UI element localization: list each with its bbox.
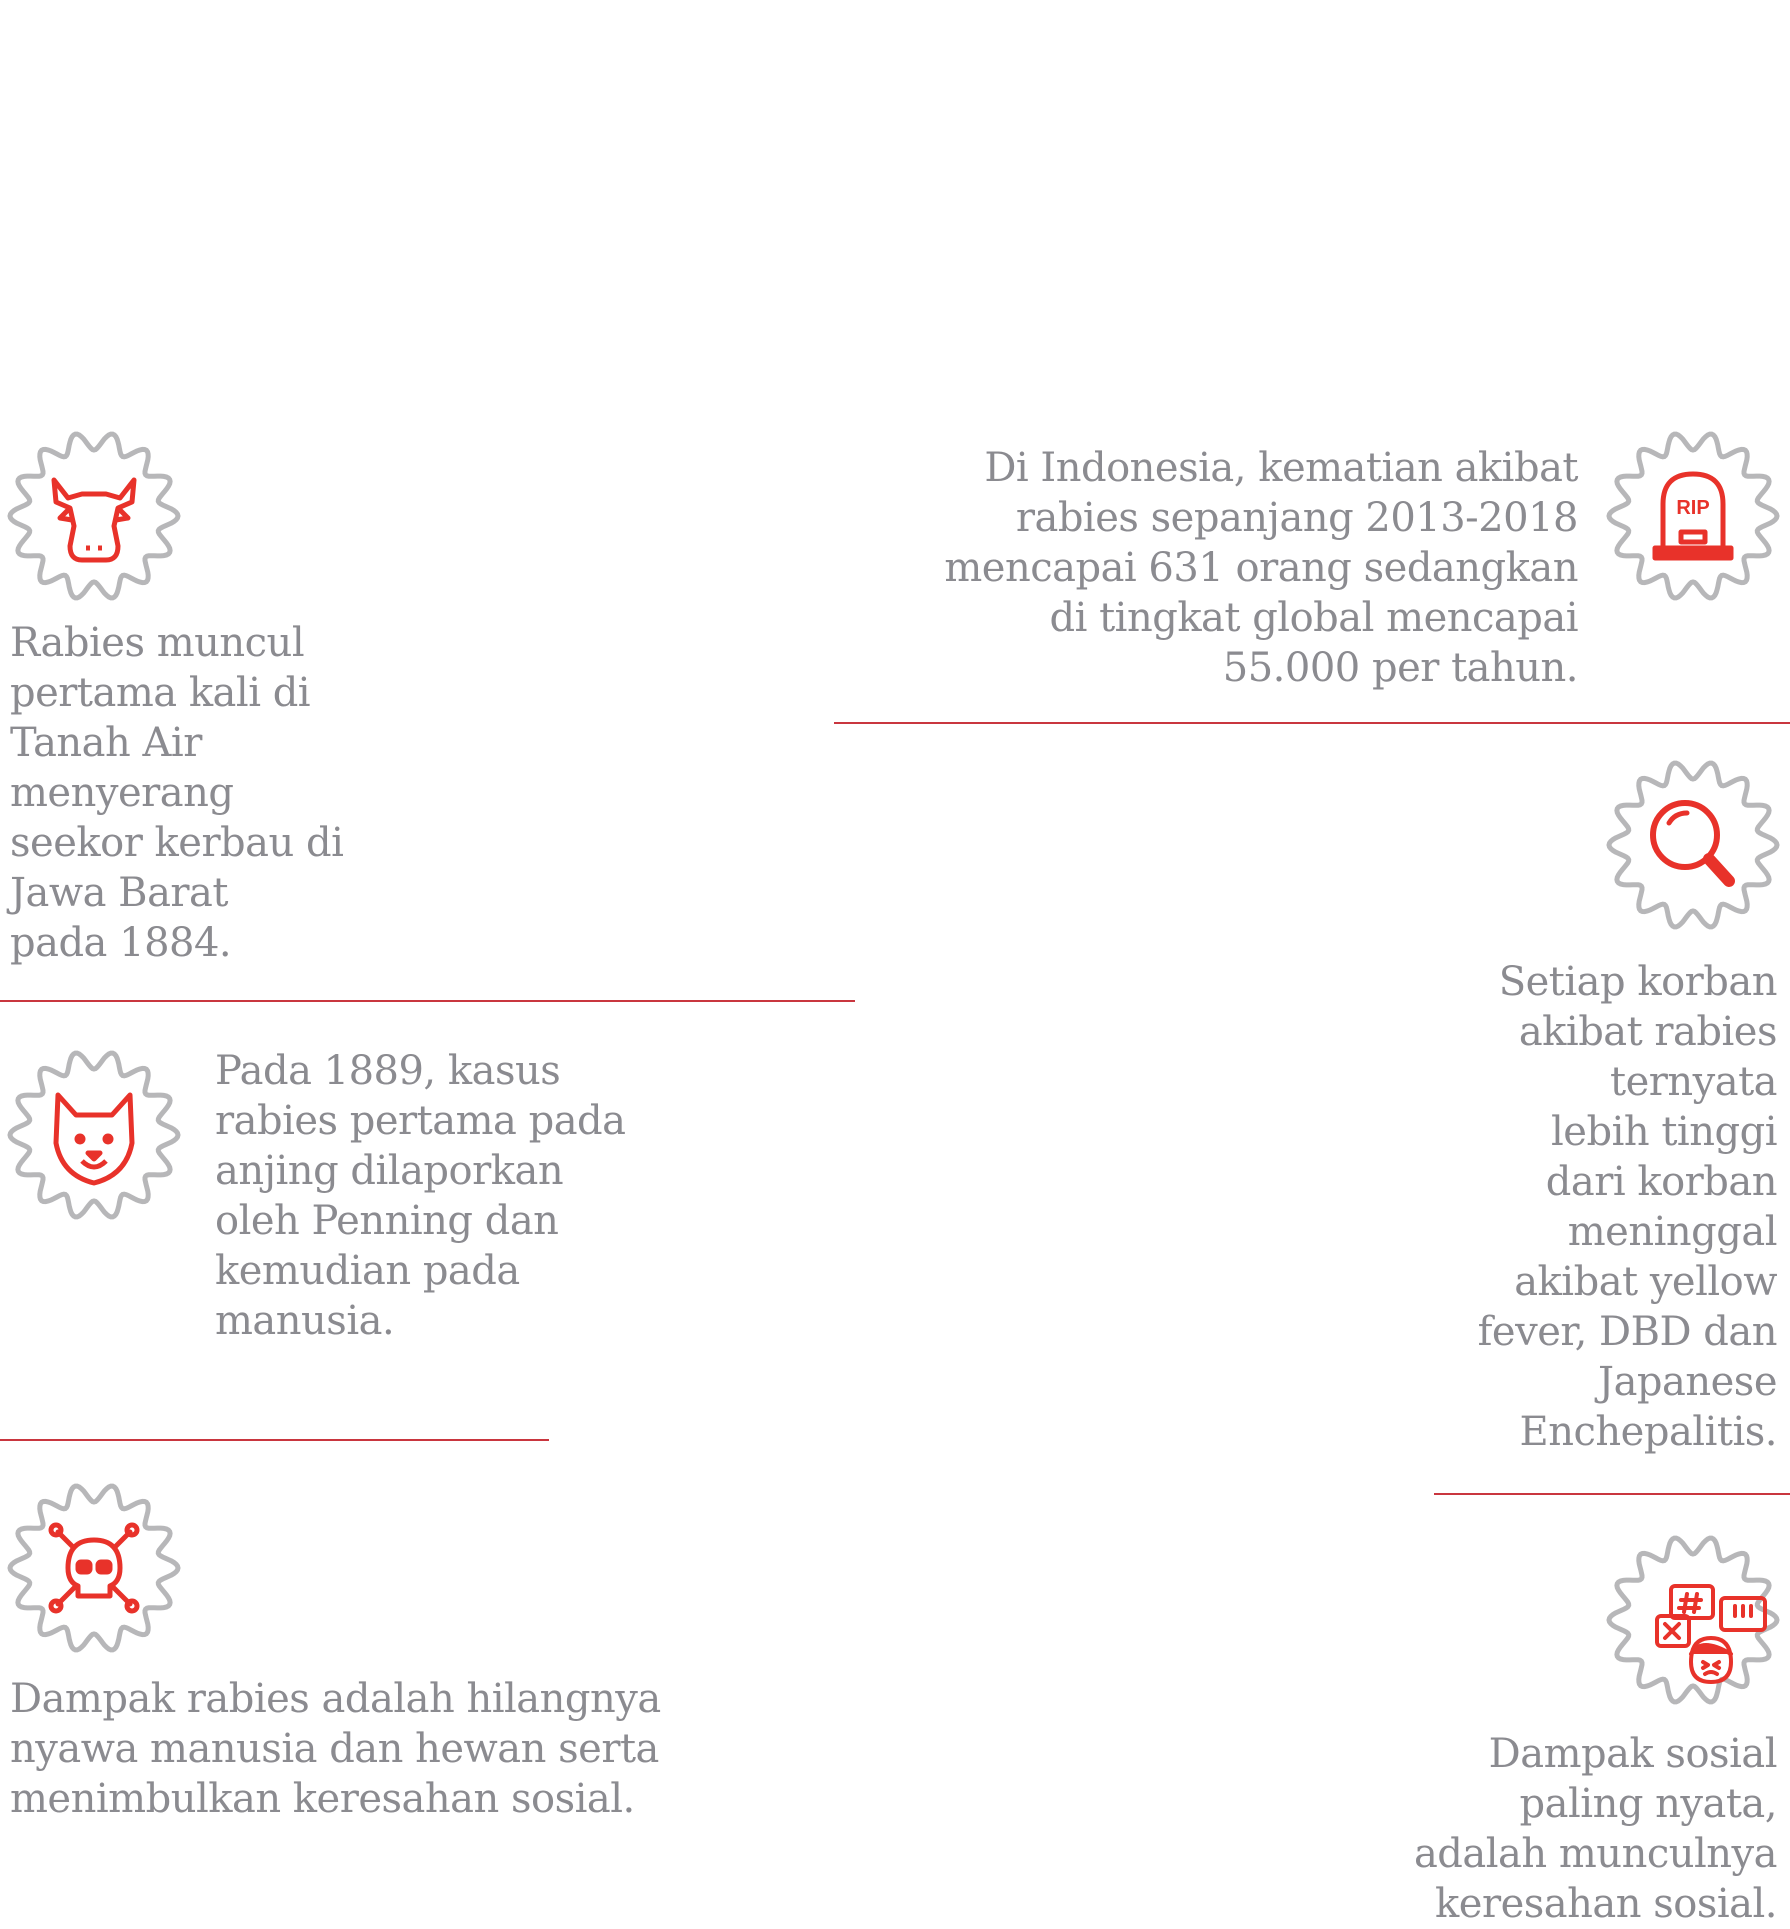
badge-magnifier: [1605, 757, 1781, 933]
text-deaths: Di Indonesia, kematian akibat rabies sep…: [944, 443, 1578, 693]
badge-outline: [7, 431, 181, 601]
svg-text:RIP: RIP: [1676, 497, 1709, 519]
angry-person-icon: [1655, 1584, 1767, 1684]
text-first-case: Rabies muncul pertama kali di Tanah Air …: [10, 618, 344, 968]
text-line: Dampak rabies adalah hilangnya: [10, 1676, 661, 1722]
text-line: Japanese: [1598, 1359, 1777, 1405]
text-line: ternyata: [1610, 1059, 1778, 1105]
text-line: lebih tinggi: [1551, 1109, 1777, 1155]
text-line: kemudian pada: [215, 1248, 520, 1294]
divider: [0, 1439, 549, 1441]
text-dog-case: Pada 1889, kasus rabies pertama pada anj…: [215, 1046, 626, 1346]
badge-outline: [7, 1483, 181, 1653]
text-impact: Dampak rabies adalah hilangnya nyawa man…: [10, 1674, 661, 1824]
text-line: mencapai 631 orang sedangkan: [944, 545, 1578, 591]
text-line: di tingkat global mencapai: [1049, 595, 1578, 641]
text-line: nyawa manusia dan hewan serta: [10, 1726, 659, 1772]
text-line: dari korban: [1545, 1159, 1778, 1205]
divider: [0, 1000, 855, 1002]
text-line: manusia.: [215, 1298, 395, 1344]
text-line: oleh Penning dan: [215, 1198, 559, 1244]
text-line: Pada 1889, kasus: [215, 1048, 561, 1094]
text-line: seekor kerbau di: [10, 820, 344, 866]
text-line: Enchepalitis.: [1519, 1409, 1778, 1455]
text-line: Di Indonesia, kematian akibat: [984, 445, 1578, 491]
text-line: keresahan sosial.: [1435, 1881, 1777, 1927]
text-line: akibat rabies: [1518, 1009, 1778, 1055]
text-line: menimbulkan keresahan sosial.: [10, 1776, 635, 1822]
rip-tombstone-icon: RIP: [1652, 471, 1734, 561]
badge-angry-person: [1605, 1532, 1781, 1708]
text-line: Dampak sosial: [1488, 1731, 1778, 1777]
badge-skull: [6, 1480, 182, 1656]
magnifier-icon: [1650, 800, 1735, 887]
text-line: 55.000 per tahun.: [1222, 645, 1579, 691]
text-line: Tanah Air: [10, 720, 202, 766]
text-line: Jawa Barat: [10, 870, 228, 916]
text-line: Rabies muncul: [10, 620, 305, 666]
text-line: rabies pertama pada: [215, 1098, 626, 1144]
text-line: Setiap korban: [1498, 959, 1778, 1005]
badge-outline: [1606, 1535, 1780, 1705]
text-line: paling nyata,: [1519, 1781, 1778, 1827]
badge-buffalo: [6, 428, 182, 604]
text-line: pada 1884.: [10, 920, 232, 966]
text-social-impact: Dampak sosial paling nyata, adalah muncu…: [1413, 1729, 1778, 1929]
divider: [1434, 1493, 1790, 1495]
badge-outline: [1606, 431, 1780, 601]
text-line: menyerang: [10, 770, 234, 816]
dog-icon: [53, 1092, 135, 1186]
text-line: akibat yellow: [1514, 1259, 1777, 1305]
skull-crossbones-icon: [48, 1522, 140, 1614]
badge-outline: [7, 1050, 181, 1220]
buffalo-icon: [51, 477, 137, 563]
badge-rip: RIP: [1605, 428, 1781, 604]
text-line: fever, DBD dan: [1477, 1309, 1778, 1355]
text-line: meninggal: [1567, 1209, 1778, 1255]
badge-outline: [1606, 760, 1780, 930]
divider: [834, 722, 1790, 724]
text-line: adalah munculnya: [1413, 1831, 1778, 1877]
text-line: anjing dilaporkan: [215, 1148, 564, 1194]
text-victims: Setiap korban akibat rabies ternyata leb…: [1477, 957, 1778, 1457]
badge-dog: [6, 1047, 182, 1223]
text-line: pertama kali di: [10, 670, 311, 716]
text-line: rabies sepanjang 2013-2018: [1015, 495, 1579, 541]
